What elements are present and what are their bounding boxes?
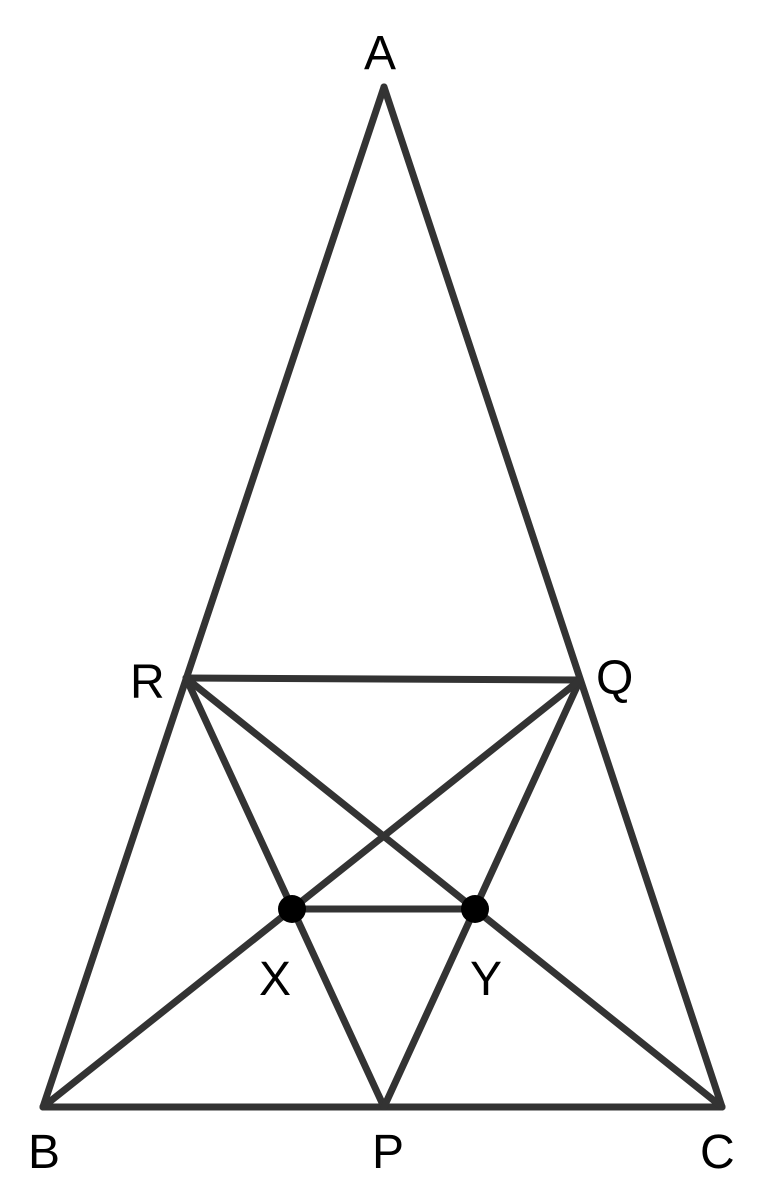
segment-RQ (182, 674, 584, 684)
label-P: P (372, 1126, 404, 1179)
segment-QP (380, 676, 584, 1111)
point-Y (461, 895, 489, 923)
segment-CR (182, 674, 726, 1111)
label-C: C (700, 1126, 735, 1179)
marked-points (278, 895, 489, 923)
segment-AB (39, 83, 388, 1111)
label-R: R (130, 656, 165, 709)
label-Y: Y (470, 953, 502, 1006)
label-Q: Q (596, 652, 633, 705)
segment-BQ (39, 676, 584, 1111)
point-X (278, 895, 306, 923)
label-B: B (28, 1126, 60, 1179)
label-X: X (259, 953, 291, 1006)
label-A: A (364, 27, 396, 80)
segments (39, 83, 726, 1111)
segment-AC (380, 83, 726, 1111)
labels: A R Q X Y B P C (28, 27, 735, 1179)
segment-RP (182, 674, 388, 1111)
